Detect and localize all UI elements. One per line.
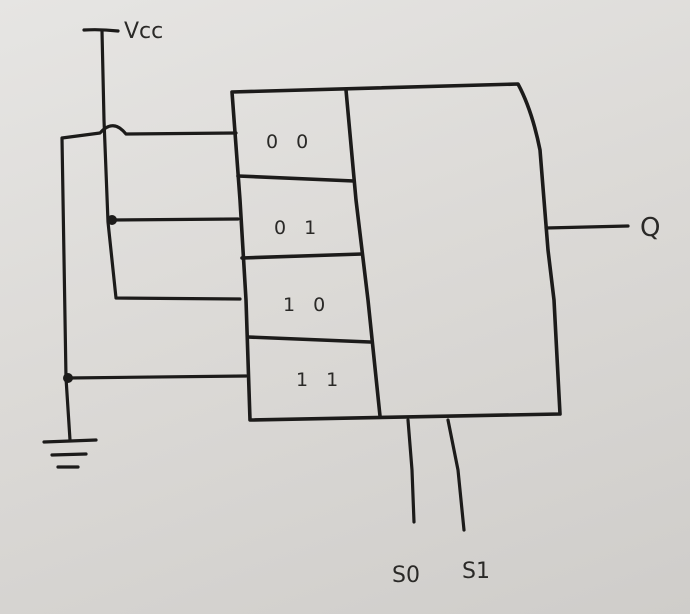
input-code-00: 0 0 [266, 131, 314, 153]
select-line-s1 [446, 418, 466, 532]
select-label-s1: S1 [462, 559, 490, 584]
vcc-label: Vcc [124, 19, 163, 44]
input-wire-01 [110, 217, 240, 222]
input-code-10: 1 0 [283, 294, 331, 316]
output-wire [544, 224, 630, 230]
ground-wire [60, 124, 238, 442]
input-wire-11 [66, 374, 248, 380]
input-separator-3 [246, 335, 372, 344]
input-code-01: 0 1 [274, 217, 322, 239]
mux-body [230, 82, 562, 422]
output-label: Q [640, 213, 660, 243]
input-separator-2 [240, 252, 364, 260]
vcc-bar [82, 28, 120, 33]
input-separator-1 [236, 174, 356, 183]
select-line-s0 [406, 418, 416, 524]
vcc-wire [100, 29, 242, 301]
select-label-s0: S0 [392, 563, 420, 588]
junction-dot-vcc [107, 215, 117, 225]
mux-divider [344, 88, 382, 418]
junction-dot-ground [63, 373, 73, 383]
ground-symbol [42, 438, 98, 469]
input-code-11: 1 1 [296, 369, 344, 391]
